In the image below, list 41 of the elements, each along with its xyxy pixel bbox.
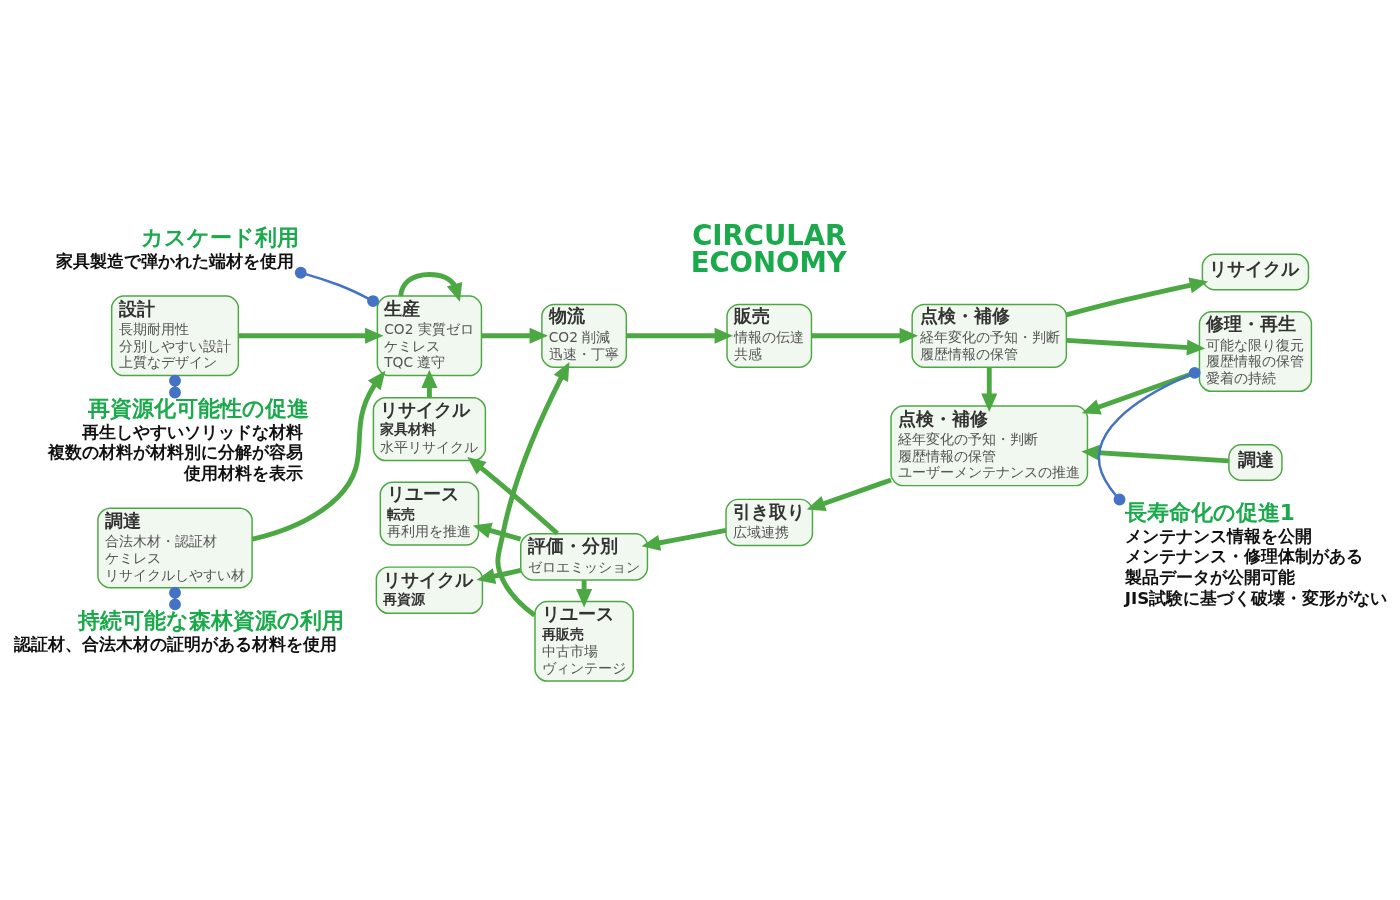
arrow <box>251 370 386 542</box>
node-box: 点検・補修 経年変化の予知・判断 履歴情報の保管 ユーザーメンテナンスの推進 <box>890 404 1089 486</box>
node-text: 長寿命化の促進1 メンテナンス情報を公開 メンテナンス・修理体制がある 製品データが公開可能 JIS試験に基づく破壊・変形がない <box>1124 499 1388 608</box>
connector <box>169 374 181 398</box>
node-box: 生産 CO2 実質ゼロ ケミレス TQC 遵守 <box>376 294 483 376</box>
node-box: 評価・分別 ゼロエミッション <box>520 532 649 581</box>
arrow <box>981 366 998 412</box>
node-box: リサイクル 家具材料 水平リサイクル <box>372 396 487 461</box>
node-box: 調達 <box>1228 443 1283 481</box>
node-box: リユース 転売 再利用を推進 <box>379 480 480 546</box>
node-box: リユース 再販売 中古市場 ヴィンテージ <box>534 600 634 682</box>
node-box: リサイクル <box>1201 253 1310 290</box>
node-box: 販売 情報の伝達 共感 <box>726 303 813 368</box>
arrow <box>806 477 892 511</box>
arrow <box>1065 276 1209 317</box>
node-text: 再資源化可能性の促進 再生しやすいソリッドな材料 複数の材料が材料別に分解が容易 使用材料を表示 <box>48 395 309 483</box>
arrow <box>1066 337 1206 356</box>
node-box: 物流 CO2 削減 迅速・丁寧 <box>541 303 628 368</box>
arrow <box>1081 444 1229 463</box>
arrow <box>495 361 570 617</box>
connector <box>169 586 181 610</box>
arrow <box>476 567 522 584</box>
arrow <box>467 456 559 535</box>
arrow <box>481 327 548 344</box>
label: CIRCULAR ECONOMY <box>690 218 847 278</box>
node-text: カスケード利用 家具製造で弾かれた端材を使用 <box>56 224 299 271</box>
connector <box>1097 366 1201 505</box>
node-box: 引き取り 広域連携 <box>725 498 814 546</box>
node-box: リサイクル 再資源 <box>375 565 484 614</box>
connector <box>294 266 379 307</box>
node-box: 設計 長期耐用性 分別しやすい設計 上質なデザイン <box>110 294 240 376</box>
arrow <box>472 522 522 541</box>
arrow <box>641 527 727 551</box>
arrow <box>238 327 384 344</box>
node-text: 持続可能な森林資源の利用 認証材、合法木材の証明がある材料を使用 <box>13 607 344 654</box>
arrow <box>1081 368 1201 415</box>
arrow <box>626 327 733 344</box>
node-box: 点検・補修 経年変化の予知・判断 履歴情報の保管 <box>911 303 1068 368</box>
arrow <box>811 327 918 344</box>
node-box: 修理・再生 可能な限り復元 履歴情報の保管 愛着の持続 <box>1198 310 1313 392</box>
node-box: 調達 合法木材・認証材 ケミレス リサイクルしやすい材 <box>97 506 253 588</box>
